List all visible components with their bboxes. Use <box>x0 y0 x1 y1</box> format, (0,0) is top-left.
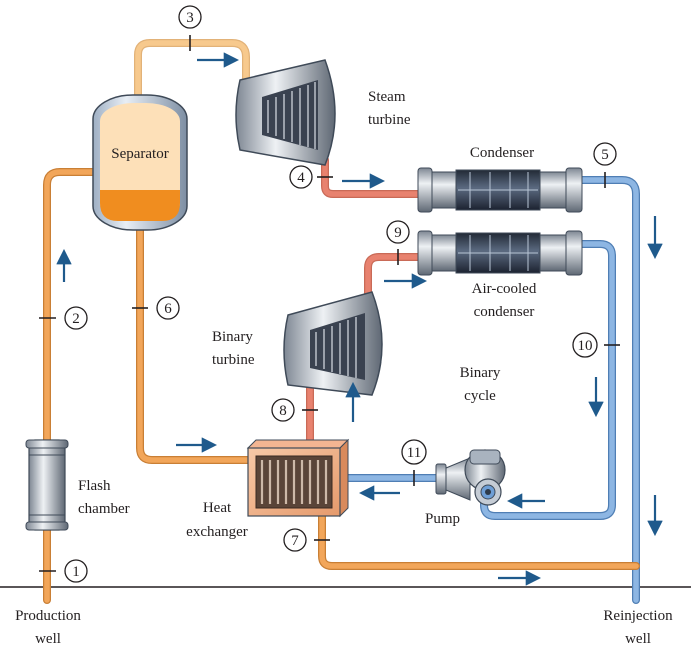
separator: Separator <box>92 94 188 231</box>
separator-label: Separator <box>111 146 168 162</box>
pipe-steam <box>134 39 250 104</box>
svg-text:4: 4 <box>297 170 305 186</box>
heat-exchanger-label-1: Heat <box>203 500 232 516</box>
pipe-production <box>43 168 104 604</box>
steam-turbine-label-1: Steam <box>368 89 406 105</box>
state-point-6: 6 <box>156 296 180 320</box>
reinjection-well-label-1: Reinjection <box>603 608 673 624</box>
binary-turbine-label-2: turbine <box>212 352 255 368</box>
svg-text:10: 10 <box>578 338 593 354</box>
state-point-10: 10 <box>572 332 598 358</box>
steam-turbine <box>235 59 336 166</box>
state-points: 1 2 3 4 5 6 7 8 <box>64 5 617 583</box>
pipe-brine-out <box>318 511 640 570</box>
svg-text:6: 6 <box>164 301 172 317</box>
heat-exchanger-label-2: exchanger <box>186 524 248 540</box>
condenser-label: Condenser <box>470 145 534 161</box>
air-cooled-condenser-label-2: condenser <box>474 304 535 320</box>
air-cooled-condenser-label-1: Air-cooled <box>472 281 537 297</box>
pump <box>435 449 506 506</box>
reinjection-well-label-2: well <box>625 631 651 647</box>
state-point-1: 1 <box>64 559 88 583</box>
pump-label: Pump <box>425 511 460 527</box>
production-well-label-2: well <box>35 631 61 647</box>
state-ticks <box>39 35 620 572</box>
production-well-label-1: Production <box>15 608 81 624</box>
steam-turbine-label-2: turbine <box>368 112 411 128</box>
flow-arrows <box>56 52 663 586</box>
condenser <box>417 167 583 213</box>
binary-turbine <box>283 291 383 396</box>
binary-cycle-label-2: cycle <box>464 388 496 404</box>
svg-text:3: 3 <box>186 10 194 26</box>
flash-chamber <box>25 439 69 531</box>
flash-chamber-label-1: Flash <box>78 478 111 494</box>
air-cooled-condenser <box>417 230 583 276</box>
svg-text:7: 7 <box>291 533 299 549</box>
binary-cycle-label-1: Binary <box>460 365 501 381</box>
pipe-binary-exhaust <box>364 253 424 304</box>
state-point-4: 4 <box>289 165 313 189</box>
svg-text:11: 11 <box>407 445 421 461</box>
svg-text:1: 1 <box>72 564 80 580</box>
state-point-9: 9 <box>386 220 410 244</box>
state-point-8: 8 <box>271 398 295 422</box>
svg-text:2: 2 <box>72 311 80 327</box>
binary-turbine-label-1: Binary <box>212 329 253 345</box>
svg-text:8: 8 <box>279 403 287 419</box>
state-point-2: 2 <box>64 306 88 330</box>
heat-exchanger <box>246 438 350 518</box>
flash-chamber-label-2: chamber <box>78 501 130 517</box>
state-point-5: 5 <box>593 142 617 166</box>
state-point-3: 3 <box>178 5 202 29</box>
svg-text:5: 5 <box>601 147 609 163</box>
state-point-7: 7 <box>283 528 307 552</box>
state-point-11: 11 <box>401 439 427 465</box>
pipe-turbine-exhaust <box>321 156 424 198</box>
svg-text:9: 9 <box>394 225 402 241</box>
